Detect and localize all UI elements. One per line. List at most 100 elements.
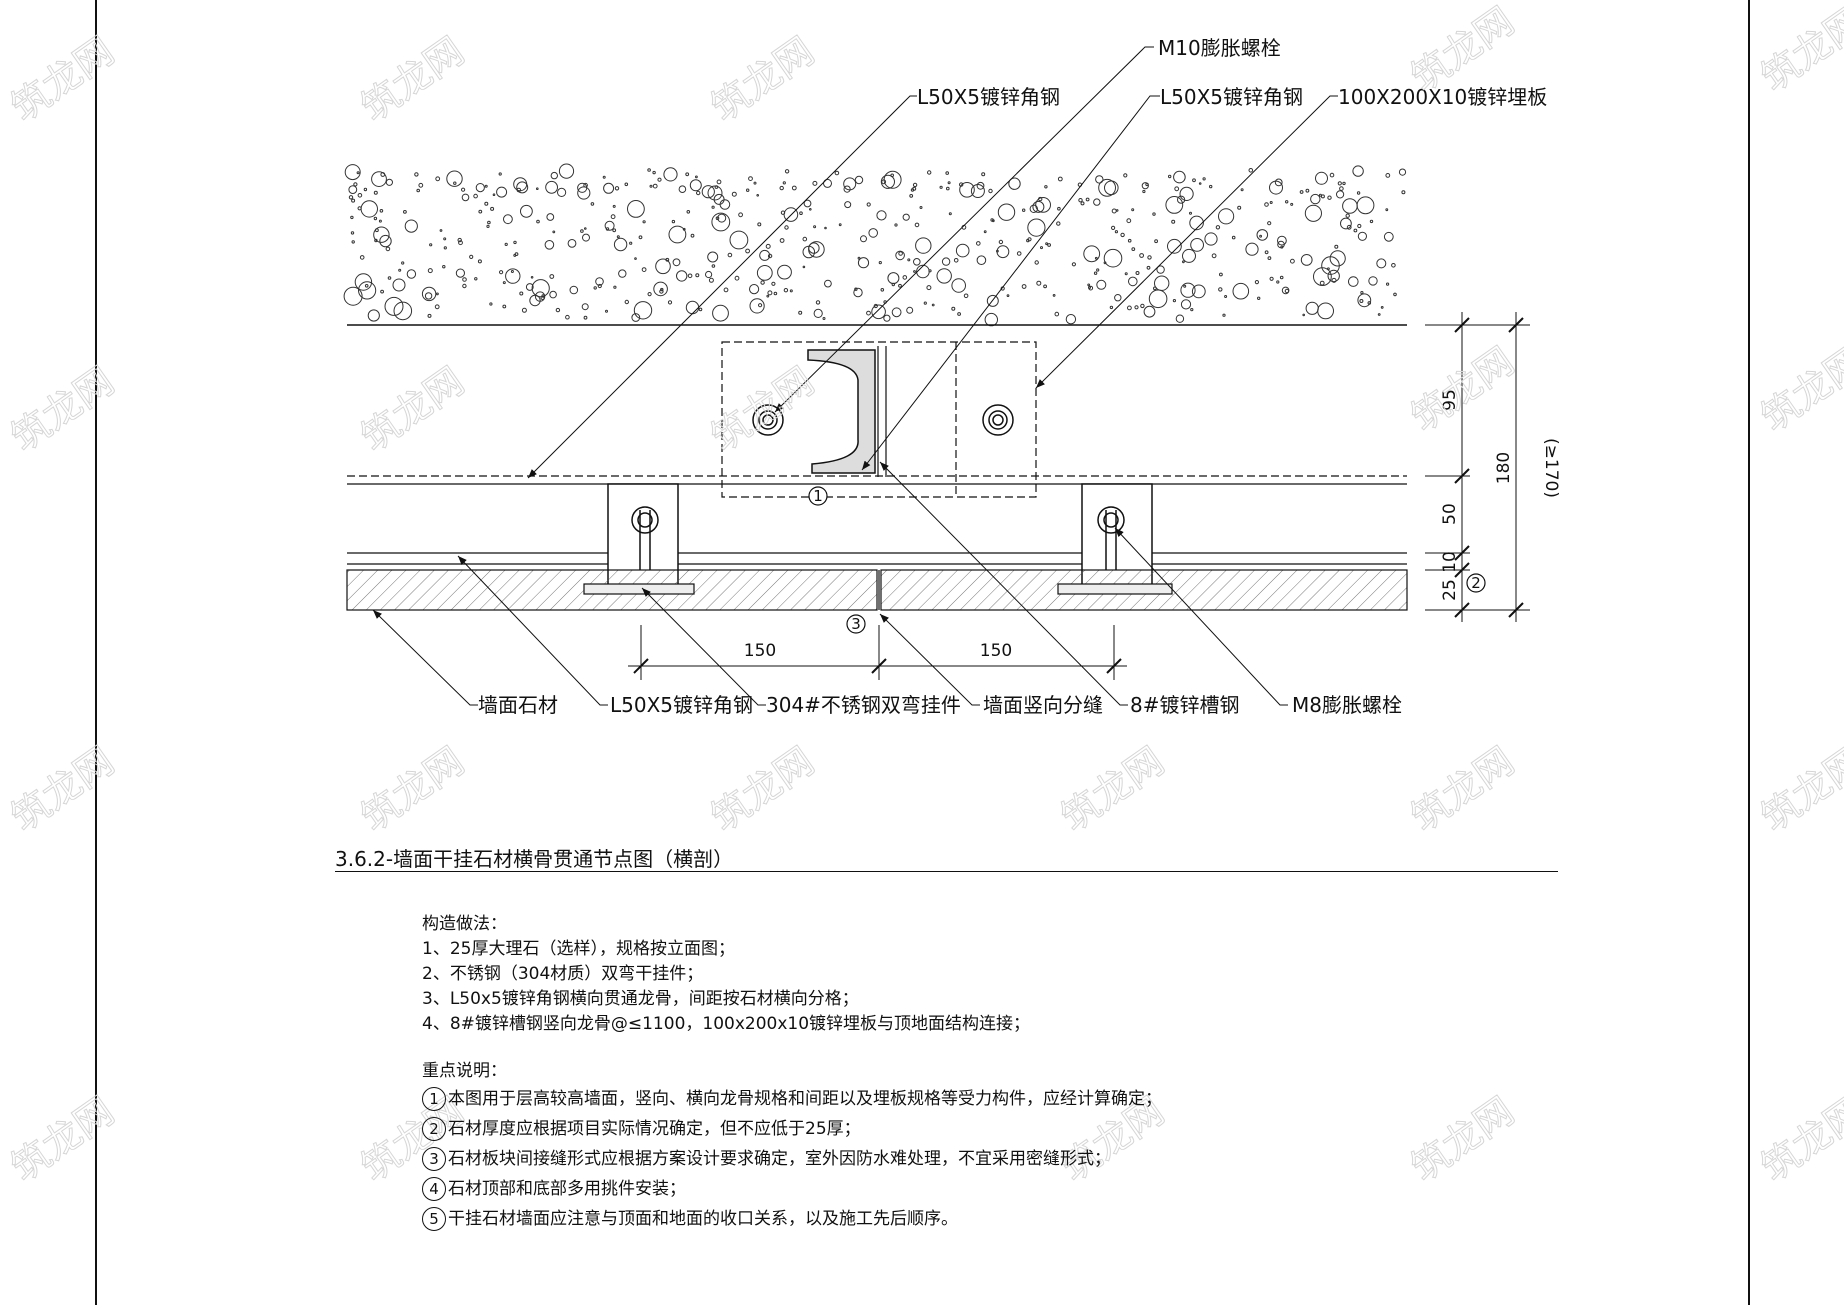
concrete-aggregate [364, 284, 369, 288]
concrete-aggregate [1167, 238, 1182, 254]
concrete-aggregate [462, 283, 467, 289]
concrete-aggregate [1045, 242, 1048, 246]
concrete-aggregate [783, 288, 789, 293]
concrete-aggregate [1096, 268, 1100, 272]
concrete-aggregate [558, 163, 575, 179]
concrete-aggregate [783, 207, 799, 222]
concrete-aggregate [1173, 170, 1186, 184]
concrete-aggregate [696, 190, 701, 196]
concrete-aggregate [1180, 282, 1196, 298]
concrete-aggregate [1204, 232, 1218, 246]
watermark-logo: 筑龙网 [3, 1089, 122, 1190]
concrete-aggregate [1174, 186, 1180, 192]
concrete-aggregate [986, 294, 999, 307]
concrete-aggregate [1383, 231, 1394, 242]
concrete-aggregate [976, 181, 985, 190]
concrete-aggregate [765, 243, 771, 249]
concrete-aggregate [910, 188, 915, 192]
key-point-text: 石材板块间接缝形式应根据方案设计要求确定，室外因防水难处理，不宜采用密缝形式； [448, 1148, 1111, 1169]
concrete-aggregate [1277, 235, 1287, 246]
concrete-aggregate [1304, 204, 1323, 222]
concrete-aggregate [866, 202, 871, 207]
concrete-aggregate [913, 270, 916, 273]
hanger-feet [583, 583, 1173, 595]
concrete-aggregate [610, 214, 616, 220]
concrete-aggregate [672, 258, 681, 267]
concrete-aggregate [1357, 223, 1362, 229]
concrete-aggregate [453, 181, 457, 185]
concrete-aggregate [373, 226, 390, 243]
concrete-aggregate [802, 265, 806, 269]
concrete-aggregate [955, 243, 970, 258]
concrete-aggregate [1153, 286, 1157, 291]
concrete-aggregate [1182, 248, 1196, 263]
concrete-aggregate [931, 303, 935, 307]
concrete-aggregate [458, 240, 463, 246]
concrete-aggregate [393, 301, 413, 321]
concrete-aggregate [613, 285, 617, 289]
label-wall-stone: 墙面石材 [478, 693, 558, 717]
concrete-aggregate [363, 187, 368, 192]
concrete-aggregate [760, 280, 765, 285]
concrete-aggregate [766, 294, 770, 298]
concrete-aggregate [1327, 269, 1340, 283]
concrete-aggregate [439, 229, 443, 232]
concrete-aggregate [618, 269, 627, 278]
concrete-aggregate [343, 286, 363, 306]
concrete-aggregate [880, 288, 885, 292]
concrete-aggregate [513, 240, 517, 245]
concrete-aggregate [1065, 314, 1077, 325]
concrete-aggregate [406, 269, 417, 279]
concrete-aggregate [475, 183, 485, 193]
concrete-aggregate [1285, 200, 1289, 204]
concrete-aggregate [791, 185, 797, 191]
label-vertical-joint: 墙面竖向分缝 [983, 693, 1103, 717]
concrete-aggregate [857, 256, 861, 260]
concrete-aggregate [976, 241, 981, 246]
concrete-aggregate [427, 268, 433, 274]
concrete-aggregate [499, 270, 504, 275]
concrete-aggregate [707, 251, 719, 263]
concrete-aggregate [624, 182, 629, 187]
concrete-aggregate [612, 204, 616, 208]
concrete-aggregate [798, 310, 803, 315]
concrete-aggregate [1359, 299, 1364, 303]
concrete-aggregate [838, 223, 842, 227]
concrete-aggregate [1391, 263, 1396, 268]
concrete-aggregate [857, 257, 870, 269]
label-hanger: 304#不锈钢双弯挂件 [766, 693, 961, 717]
concrete-aggregate [490, 206, 495, 211]
concrete-aggregate [898, 283, 902, 288]
concrete-aggregate [627, 200, 645, 218]
concrete-aggregate [487, 220, 491, 225]
concrete-aggregate [525, 283, 534, 291]
concrete-aggregate [549, 290, 557, 299]
concrete-aggregate [1093, 198, 1101, 206]
concrete-aggregate [667, 300, 673, 305]
concrete-aggregate [854, 287, 858, 291]
concrete-aggregate [634, 257, 637, 260]
concrete-aggregate [387, 276, 392, 280]
concrete-aggregate [398, 268, 402, 272]
concrete-aggregate [351, 240, 355, 244]
frame-right-border [1748, 0, 1750, 1305]
concrete-aggregate [550, 171, 558, 180]
concrete-aggregate [1299, 190, 1304, 194]
key-point: 2 石材厚度应根据项目实际情况确定，但不应低于25厚； [422, 1114, 1162, 1144]
concrete-aggregate [824, 279, 832, 288]
concrete-aggregate [356, 171, 360, 175]
concrete-aggregate [1264, 202, 1269, 207]
watermark-logo: 筑龙网 [703, 739, 822, 840]
concrete-aggregate [1109, 305, 1114, 310]
watermark-logo: 筑龙网 [703, 29, 822, 130]
concrete-aggregate [871, 304, 886, 320]
concrete-aggregate [1094, 256, 1098, 260]
concrete-aggregate [367, 309, 380, 322]
concrete-aggregate [843, 185, 851, 193]
label-angle-top-left: L50X5镀锌角钢 [917, 85, 1060, 109]
concrete-aggregate [686, 210, 691, 214]
concrete-aggregate [824, 226, 827, 230]
concrete-aggregate [565, 314, 570, 320]
concrete-aggregate [1114, 230, 1119, 234]
